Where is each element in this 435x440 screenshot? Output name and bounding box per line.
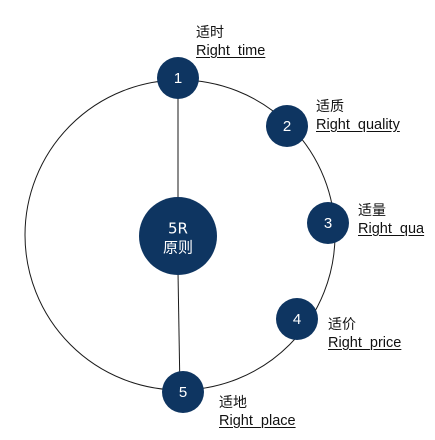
label-node-5-en: Right_place [219, 413, 296, 429]
label-node-4: 适价 Right_price [328, 316, 401, 352]
label-node-3-cn: 适量 [358, 203, 386, 219]
label-node-3-en: Right_qua [358, 221, 425, 237]
node-4: 4 [276, 298, 318, 340]
label-node-2-en: Right_quality [316, 117, 400, 133]
center-line-2: 原则 [163, 239, 193, 257]
node-5: 5 [162, 371, 204, 413]
label-node-1: 适时 Right_time [196, 24, 265, 60]
center-line-1: 5R [168, 220, 188, 238]
center-node: 5R 原则 [139, 197, 217, 275]
label-node-2: 适质 Right_quality [316, 98, 400, 134]
node-5-number: 5 [179, 384, 187, 401]
node-3-number: 3 [324, 215, 332, 232]
label-node-1-cn: 适时 [196, 25, 224, 41]
label-node-1-en: Right_time [196, 43, 266, 59]
node-1: 1 [157, 57, 199, 99]
label-node-2-cn: 适质 [316, 99, 344, 115]
label-node-4-en: Right_price [328, 335, 402, 351]
label-node-3: 适量 Right_qua [358, 202, 424, 238]
label-node-5: 适地 Right_place [219, 394, 296, 430]
node-3: 3 [307, 202, 349, 244]
node-1-number: 1 [174, 70, 182, 87]
node-2: 2 [266, 105, 308, 147]
label-node-5-cn: 适地 [219, 395, 247, 411]
node-4-number: 4 [293, 311, 301, 328]
node-2-number: 2 [283, 118, 291, 135]
label-node-4-cn: 适价 [328, 317, 356, 333]
